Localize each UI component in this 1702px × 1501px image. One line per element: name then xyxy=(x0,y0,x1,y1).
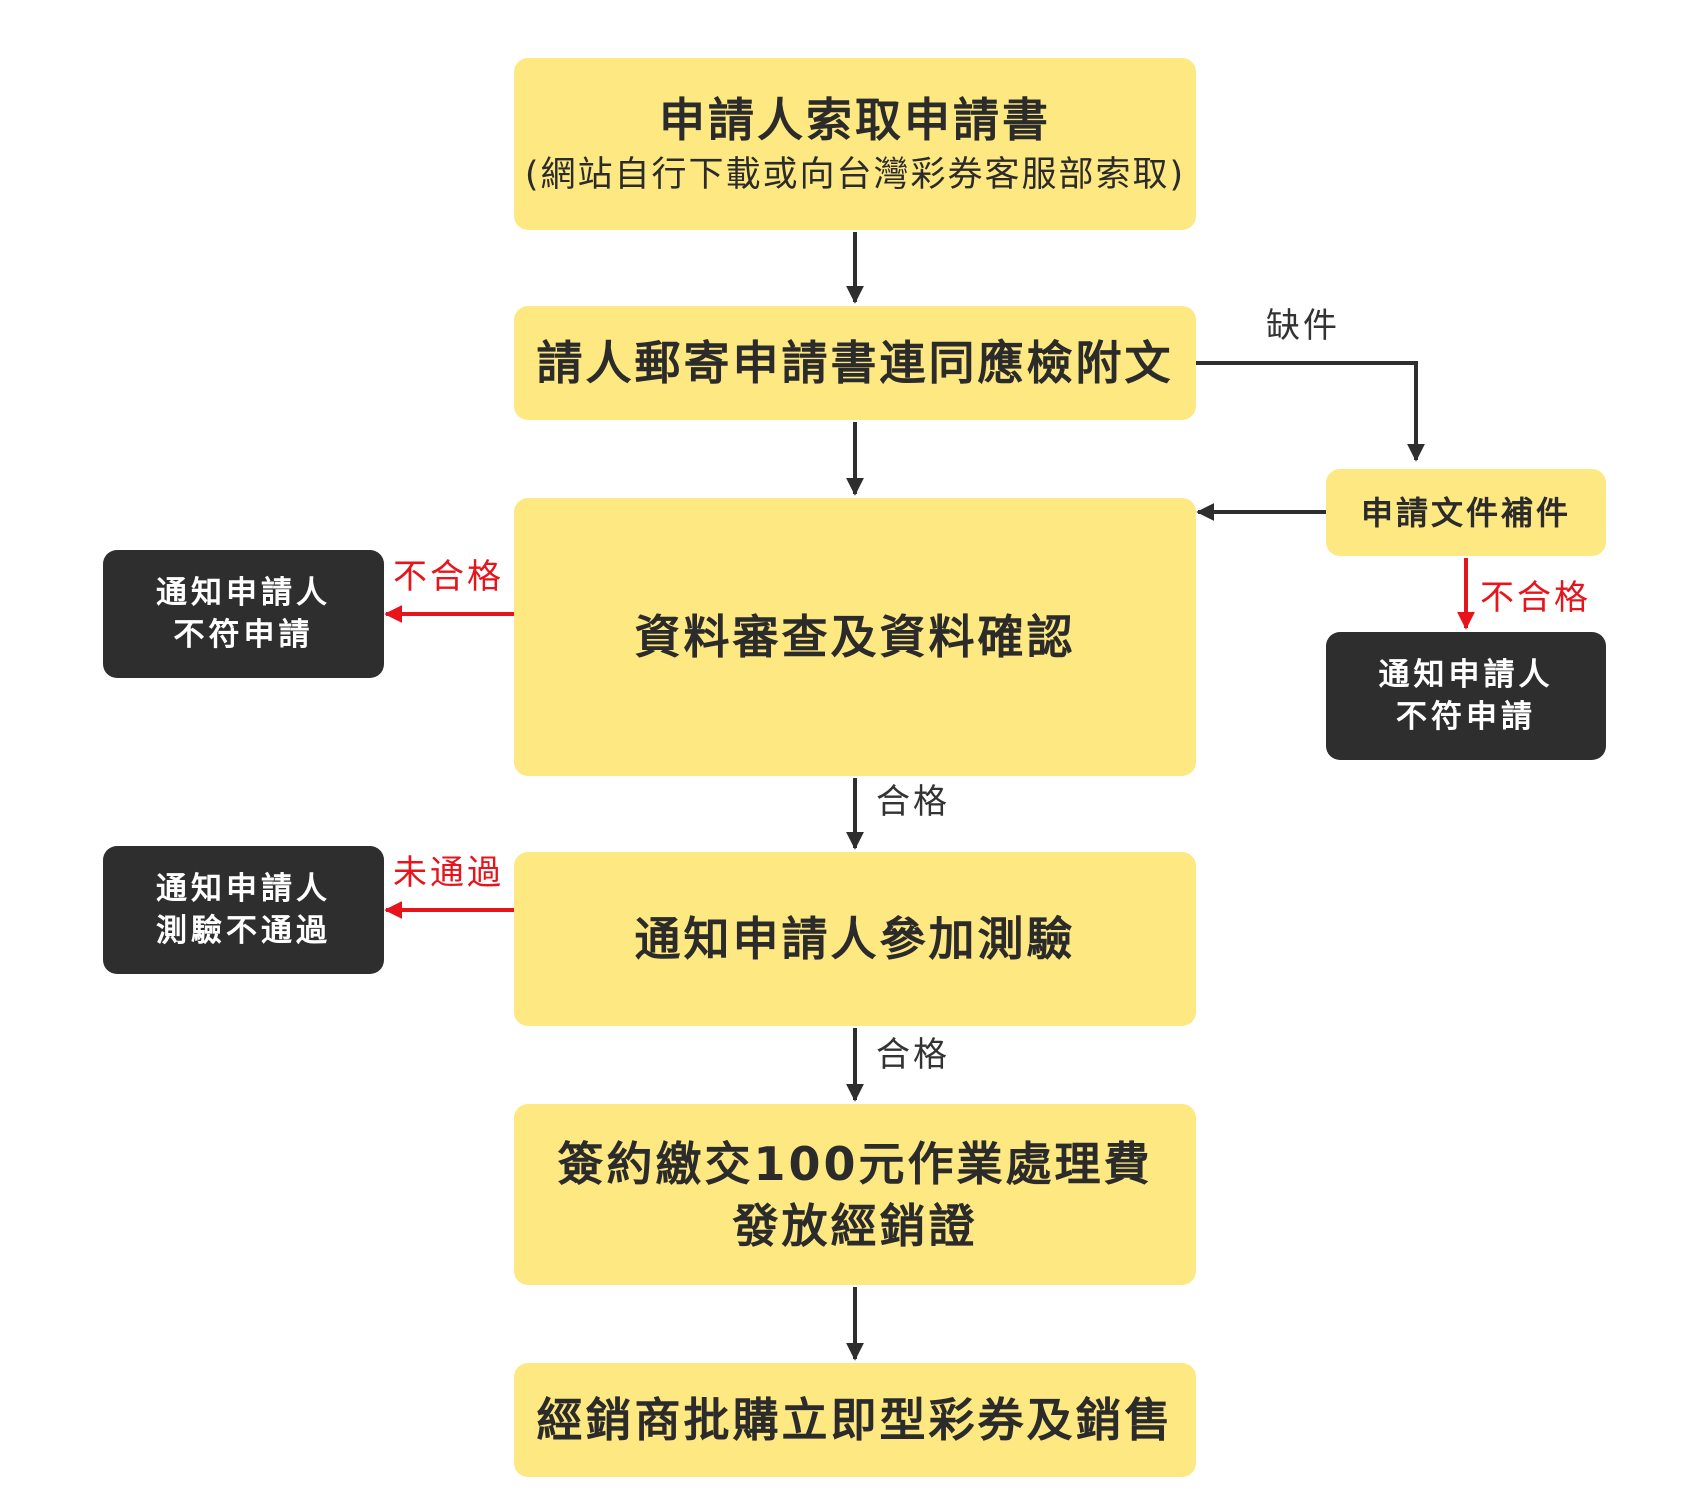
label-test-not-passed: 未通過 xyxy=(393,853,504,893)
label-qualified-review: 合格 xyxy=(876,782,950,822)
step-contract-line1: 簽約繳交100元作業處理費 xyxy=(557,1136,1153,1191)
step-request-form: 申請人索取申請書 (網站自行下載或向台灣彩券客服部索取) xyxy=(514,58,1196,230)
step-mail-application: 請人郵寄申請書連同應檢附文 xyxy=(514,306,1196,420)
label-missing-docs: 缺件 xyxy=(1266,306,1340,346)
label-unqualified-right: 不合格 xyxy=(1480,578,1591,618)
notice-test-fail-line1: 通知申請人 xyxy=(156,871,331,907)
step-mail-application-label: 請人郵寄申請書連同應檢附文 xyxy=(536,336,1174,390)
notice-reject-left-line2: 不符申請 xyxy=(173,617,314,653)
notice-test-fail-line2: 測驗不通過 xyxy=(156,913,331,949)
label-qualified-test: 合格 xyxy=(876,1035,950,1075)
step-purchase-sale: 經銷商批購立即型彩券及銷售 xyxy=(514,1363,1196,1477)
label-unqualified-left: 不合格 xyxy=(393,557,504,597)
step-review-label: 資料審查及資料確認 xyxy=(634,610,1076,664)
notice-reject-right: 通知申請人 不符申請 xyxy=(1326,632,1606,760)
notice-reject-right-line2: 不符申請 xyxy=(1396,699,1536,735)
step-test-notice: 通知申請人參加測驗 xyxy=(514,852,1196,1026)
step-contract-line2: 發放經銷證 xyxy=(732,1198,978,1253)
step-request-form-subtitle: (網站自行下載或向台灣彩券客服部索取) xyxy=(524,155,1186,195)
arrow-mail-to-supplement xyxy=(1196,361,1425,462)
notice-reject-left-line1: 通知申請人 xyxy=(156,575,331,611)
step-review: 資料審查及資料確認 xyxy=(514,498,1196,776)
step-purchase-sale-label: 經銷商批購立即型彩券及銷售 xyxy=(536,1393,1174,1447)
step-contract: 簽約繳交100元作業處理費 發放經銷證 xyxy=(514,1104,1196,1285)
step-supplement: 申請文件補件 xyxy=(1326,469,1606,556)
step-request-form-title: 申請人索取申請書 xyxy=(659,93,1051,147)
step-test-notice-label: 通知申請人參加測驗 xyxy=(634,912,1076,966)
notice-reject-left: 通知申請人 不符申請 xyxy=(103,550,384,678)
notice-reject-right-line1: 通知申請人 xyxy=(1378,657,1554,693)
notice-test-fail: 通知申請人 測驗不通過 xyxy=(103,846,384,974)
step-supplement-label: 申請文件補件 xyxy=(1360,493,1571,532)
